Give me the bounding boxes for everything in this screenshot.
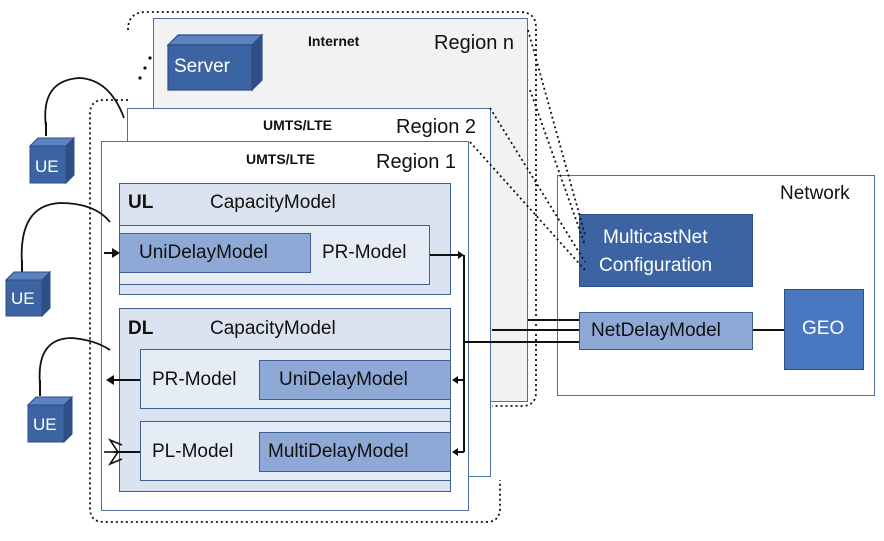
ul-in-arrow	[112, 248, 120, 258]
ellipsis-dot	[148, 56, 152, 60]
ul-pr-model-label: PR-Model	[322, 242, 407, 263]
dl-multi-delay-label: MultiDelayModel	[268, 441, 409, 462]
net-delay-label: NetDelayModel	[591, 320, 721, 341]
server-label: Server	[174, 56, 230, 77]
ellipsis-dot	[138, 76, 142, 80]
dl-pr-in-arrow	[452, 376, 458, 384]
ue-arc	[38, 337, 111, 386]
ue-label-2: UE	[11, 289, 35, 308]
ue-cube-icon	[26, 395, 74, 444]
geo-box	[784, 289, 864, 370]
ul-uni-delay-label: UniDelayModel	[139, 242, 268, 263]
ul-capacity-model: CapacityModel	[210, 192, 336, 213]
region-1-title: Region 1	[376, 151, 457, 173]
dotted-link	[529, 89, 586, 246]
multicast-line2: Configuration	[599, 255, 713, 276]
dl-uni-delay-label: UniDelayModel	[279, 369, 408, 390]
region-n-dotted-outline	[127, 11, 537, 407]
ue-label-3: UE	[33, 415, 57, 434]
ue-arc	[44, 77, 125, 128]
region-n-subtitle: Internet	[308, 33, 360, 49]
region-1-dotted-outline	[89, 99, 501, 523]
dl-title: DL	[128, 318, 154, 339]
multicast-net-configuration	[579, 214, 753, 287]
dl-uni-delay-model	[259, 360, 451, 400]
region-1-subtitle: UMTS/LTE	[246, 151, 315, 167]
ellipsis-dot	[143, 66, 147, 70]
dl-multi-delay-model	[259, 432, 451, 472]
dl-pr-model-label: PR-Model	[152, 369, 237, 390]
ue-cube-icon	[28, 136, 76, 185]
geo-label: GEO	[802, 318, 845, 339]
dotted-link	[489, 107, 586, 263]
region-2-title: Region 2	[396, 116, 477, 138]
net-delay-model	[579, 312, 753, 350]
ul-title: UL	[128, 192, 154, 213]
dotted-link	[527, 29, 586, 236]
dl-capacity-model: CapacityModel	[210, 318, 336, 339]
ue-arc	[20, 202, 111, 266]
region-n-title: Region n	[434, 32, 515, 54]
dl-pl-in-arrow	[452, 448, 458, 456]
network-title: Network	[780, 183, 850, 204]
dl-out-arrow	[106, 375, 114, 385]
dotted-link	[469, 141, 586, 271]
ue-cube-icon	[4, 270, 52, 318]
ue-label-1: UE	[35, 157, 59, 176]
region-2-subtitle: UMTS/LTE	[263, 117, 332, 133]
dl-pl-model-label: PL-Model	[152, 441, 234, 462]
multicast-line1: MulticastNet	[603, 227, 708, 248]
